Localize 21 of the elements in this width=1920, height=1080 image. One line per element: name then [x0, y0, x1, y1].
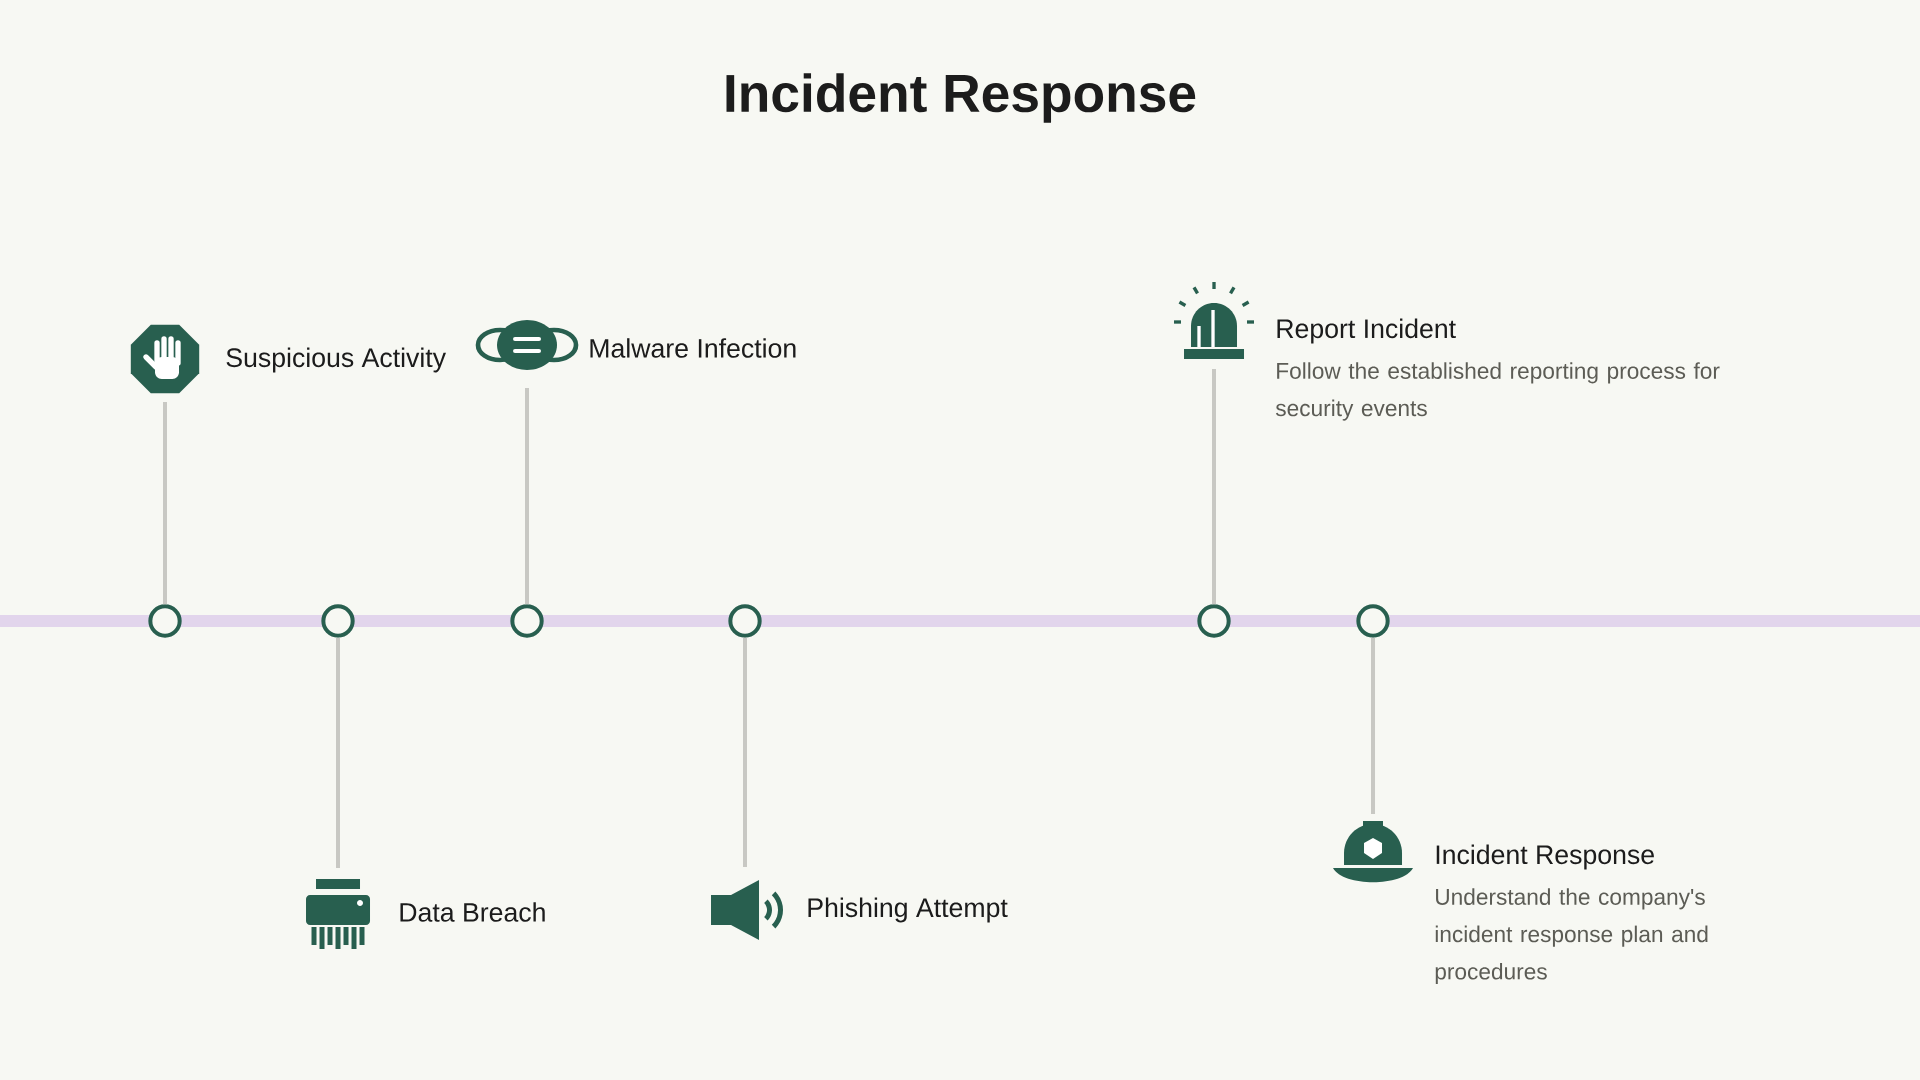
timeline-marker	[510, 604, 544, 638]
event-title: Suspicious Activity	[226, 347, 446, 373]
leader-line	[1212, 368, 1216, 605]
timeline-marker	[148, 604, 182, 638]
timeline-marker	[728, 604, 762, 638]
leader-line	[336, 637, 340, 869]
leader-line	[743, 637, 747, 868]
event-title: Phishing Attempt	[808, 897, 1008, 923]
leader-line	[1371, 637, 1375, 815]
leader-line	[163, 401, 167, 605]
timeline-marker	[321, 604, 355, 638]
event-title: Data Breach	[400, 902, 545, 922]
event-title: Malware Infection	[590, 338, 796, 358]
leader-line	[525, 387, 529, 605]
event-title: Incident Response	[1436, 844, 1654, 870]
event-description: Follow the established reporting process for security events	[1275, 362, 1720, 421]
title: Incident Response	[726, 73, 1196, 123]
event-title: Report Incident	[1277, 318, 1456, 344]
event-description: Understand the company's incident response plan and procedures	[1435, 888, 1708, 985]
timeline-marker	[1356, 604, 1390, 638]
timeline-marker	[1197, 604, 1231, 638]
